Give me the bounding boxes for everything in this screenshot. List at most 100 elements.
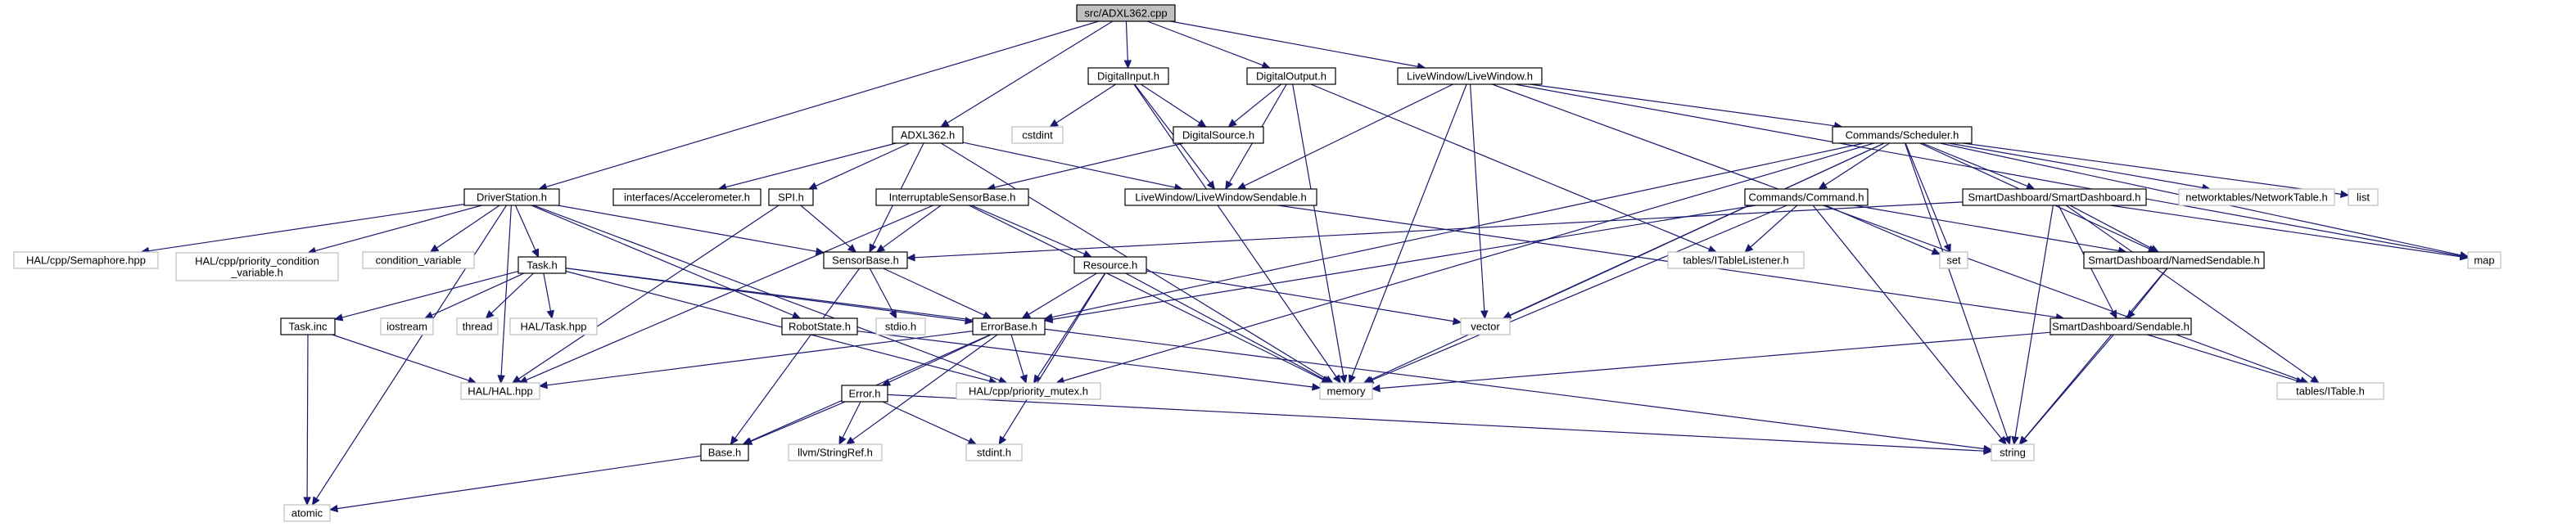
edge-driverstationh-to-atomic xyxy=(311,205,508,506)
node-accelerometerh[interactable]: interfaces/Accelerometer.h xyxy=(612,188,762,206)
node-commandh[interactable]: Commands/Command.h xyxy=(1744,188,1869,206)
node-taskinc[interactable]: Task.inc xyxy=(280,317,336,335)
node-resourceh[interactable]: Resource.h xyxy=(1073,256,1147,274)
edge-driverstationh-to-sensorbaseh xyxy=(557,205,825,255)
edge-commandh-to-itablelistenerh xyxy=(1744,205,1798,253)
node-adxl362h[interactable]: ADXL362.h xyxy=(892,126,964,144)
node-priorityconditionvariableh: HAL/cpp/priority_condition_variable.h xyxy=(175,252,339,281)
node-label: atomic xyxy=(291,507,323,520)
node-itableh: tables/ITable.h xyxy=(2276,382,2384,400)
node-digitaloutputh[interactable]: DigitalOutput.h xyxy=(1246,67,1336,85)
node-box xyxy=(1962,188,2147,206)
node-label: Commands/Scheduler.h xyxy=(1846,129,1959,142)
node-root[interactable]: src/ADXL362.cpp xyxy=(1076,4,1176,22)
node-livewindowh[interactable]: LiveWindow/LiveWindow.h xyxy=(1397,67,1543,85)
node-label: _variable.h xyxy=(230,267,283,279)
node-box xyxy=(1991,443,2035,461)
node-robotstateh[interactable]: RobotState.h xyxy=(781,317,858,335)
node-box xyxy=(1832,126,1973,144)
node-smartdashboardh[interactable]: SmartDashboard/SmartDashboard.h xyxy=(1962,188,2147,206)
edge-interruptiblesensorbaseh-to-sensorbaseh xyxy=(875,205,942,253)
edge-commandh-to-namedsendableh xyxy=(1854,205,2127,255)
node-sensorbaseh[interactable]: SensorBase.h xyxy=(823,251,908,269)
node-haltaskhpp: HAL/Task.hpp xyxy=(509,317,598,335)
node-schedulerh[interactable]: Commands/Scheduler.h xyxy=(1832,126,1973,144)
edge-sendableh-to-memory xyxy=(1371,331,2051,393)
node-digitalinputh[interactable]: DigitalInput.h xyxy=(1087,67,1169,85)
edge-adxl362h-to-accelerometerh xyxy=(717,142,897,191)
node-memory: memory xyxy=(1319,382,1373,400)
edge-spih-to-sensorbaseh xyxy=(800,205,857,253)
node-label: RobotState.h xyxy=(789,321,851,333)
edge-schedulerh-to-commandh xyxy=(1818,142,1890,190)
node-atomic: atomic xyxy=(283,504,331,522)
edge-interruptiblesensorbaseh-to-memory xyxy=(969,205,1331,384)
node-label: SPI.h xyxy=(778,191,804,204)
node-digitalsourceh[interactable]: DigitalSource.h xyxy=(1173,126,1264,144)
node-box xyxy=(2178,188,2335,206)
edge-root-to-livewindowh xyxy=(1170,20,1426,70)
node-label: Task.h xyxy=(526,259,558,272)
node-label: cstdint xyxy=(1022,129,1053,142)
node-label: DigitalSource.h xyxy=(1182,129,1254,142)
edge-resourceh-to-prioritymutexh xyxy=(1033,272,1106,385)
node-label: Base.h xyxy=(708,447,741,459)
node-box xyxy=(892,126,964,144)
node-semaphorehpp: HAL/cpp/Semaphore.hpp xyxy=(13,251,159,269)
node-box xyxy=(1939,251,1968,269)
node-box xyxy=(2083,251,2265,269)
node-stdioh: stdio.h xyxy=(875,317,926,335)
node-label: thread xyxy=(463,321,493,333)
node-box xyxy=(1087,67,1169,85)
edge-sendableh-to-string xyxy=(2018,334,2114,445)
node-box xyxy=(1173,126,1264,144)
node-label: HAL/cpp/priority_condition xyxy=(195,255,319,268)
node-cstdint: cstdint xyxy=(1011,126,1064,144)
edge-root-to-adxl362h xyxy=(940,20,1114,128)
node-box xyxy=(456,317,499,335)
node-networktableh: networktables/NetworkTable.h xyxy=(2178,188,2335,206)
node-label: HAL/Task.hpp xyxy=(521,321,587,333)
node-namedsendableh[interactable]: SmartDashboard/NamedSendable.h xyxy=(2083,251,2265,269)
node-livewindowsendableh[interactable]: LiveWindow/LiveWindowSendable.h xyxy=(1124,188,1317,206)
edge-adxl362h-to-livewindowsendableh xyxy=(962,142,1184,191)
node-taskh[interactable]: Task.h xyxy=(517,256,567,274)
edge-taskh-to-thread xyxy=(485,272,534,319)
edge-spih-to-halhpp xyxy=(511,205,780,384)
node-interruptiblesensorbaseh[interactable]: InterruptableSensorBase.h xyxy=(875,188,1029,206)
node-label: src/ADXL362.cpp xyxy=(1084,7,1167,20)
node-label: vector xyxy=(1471,321,1500,333)
node-label: Resource.h xyxy=(1083,259,1137,272)
node-label: Commands/Command.h xyxy=(1749,191,1864,204)
node-box xyxy=(823,251,908,269)
node-baseh[interactable]: Base.h xyxy=(700,443,749,461)
node-box xyxy=(1744,188,1869,206)
edge-smartdashboardh-to-sensorbaseh xyxy=(906,201,1964,262)
edge-taskinc-to-atomic xyxy=(303,334,311,506)
edge-commandh-to-errorbaseh xyxy=(1043,205,1756,324)
edge-resourceh-to-vector xyxy=(1146,270,1462,326)
node-label: HAL/HAL.hpp xyxy=(468,385,533,398)
node-label: LiveWindow/LiveWindow.h xyxy=(1407,70,1533,83)
node-errorh[interactable]: Error.h xyxy=(841,385,888,403)
node-label: map xyxy=(2474,254,2494,267)
edge-robotstateh-to-memory xyxy=(856,331,1322,391)
edge-root-to-driverstationh xyxy=(538,20,1099,191)
node-label: condition_variable xyxy=(376,254,462,267)
edge-digitalinputh-to-digitalsourceh xyxy=(1140,83,1207,128)
node-box xyxy=(1246,67,1336,85)
node-label: list xyxy=(2357,191,2370,204)
node-sendableh[interactable]: SmartDashboard/Sendable.h xyxy=(2050,317,2192,335)
node-label: SmartDashboard/NamedSendable.h xyxy=(2088,254,2260,267)
node-halhpp: HAL/HAL.hpp xyxy=(460,382,540,400)
node-errorbaseh[interactable]: ErrorBase.h xyxy=(972,317,1046,335)
edge-livewindowh-to-schedulerh xyxy=(1530,83,1843,130)
node-spih[interactable]: SPI.h xyxy=(768,188,814,206)
edge-resourceh-to-errorbaseh xyxy=(1021,272,1097,319)
edge-livewindowh-to-memory xyxy=(1348,83,1467,385)
node-driverstationh[interactable]: DriverStation.h xyxy=(463,188,560,206)
node-box xyxy=(956,382,1101,400)
node-label: Error.h xyxy=(848,388,880,400)
node-label: HAL/cpp/priority_mutex.h xyxy=(969,385,1088,398)
node-box xyxy=(768,188,814,206)
